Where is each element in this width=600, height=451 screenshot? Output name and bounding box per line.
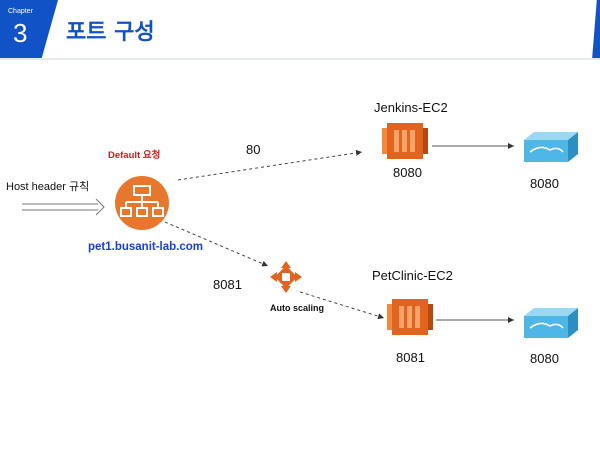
petclinic-name: PetClinic-EC2 <box>372 268 453 283</box>
autoscaling-to-petclinic-arrow <box>299 291 385 320</box>
jenkins-port: 8080 <box>393 165 422 180</box>
route-80-arrow <box>177 149 363 181</box>
host-rule-arrow <box>22 198 105 216</box>
route-8081-arrow <box>164 221 269 267</box>
header-accent <box>592 0 600 60</box>
port-80-label: 80 <box>246 142 261 157</box>
page-title: 포트 구성 <box>66 20 155 45</box>
header-divider <box>0 58 600 60</box>
load-balancer-icon <box>115 176 169 230</box>
chapter-number: 3 <box>13 18 28 48</box>
domain-label: pet1.busanit-lab.com <box>88 241 204 253</box>
petclinic-container-icon <box>524 308 578 338</box>
default-request-label: Default 요청 <box>108 150 161 161</box>
petclinic-container-port: 8080 <box>530 351 559 366</box>
port-8081-label: 8081 <box>213 277 242 292</box>
jenkins-ec2-icon <box>382 123 428 159</box>
petclinic-ec2-icon <box>387 299 433 335</box>
jenkins-name: Jenkins-EC2 <box>374 100 448 115</box>
autoscaling-label: Auto scaling <box>270 303 325 313</box>
jenkins-container-port: 8080 <box>530 176 559 191</box>
petclinic-port: 8081 <box>396 350 425 365</box>
slide-header: Chapter 3 포트 구성 <box>0 0 600 60</box>
host-rule-label: Host header 규칙 <box>6 181 90 193</box>
autoscaling-icon <box>270 261 302 293</box>
chapter-label: Chapter <box>8 8 33 15</box>
jenkins-container-icon <box>524 132 578 162</box>
